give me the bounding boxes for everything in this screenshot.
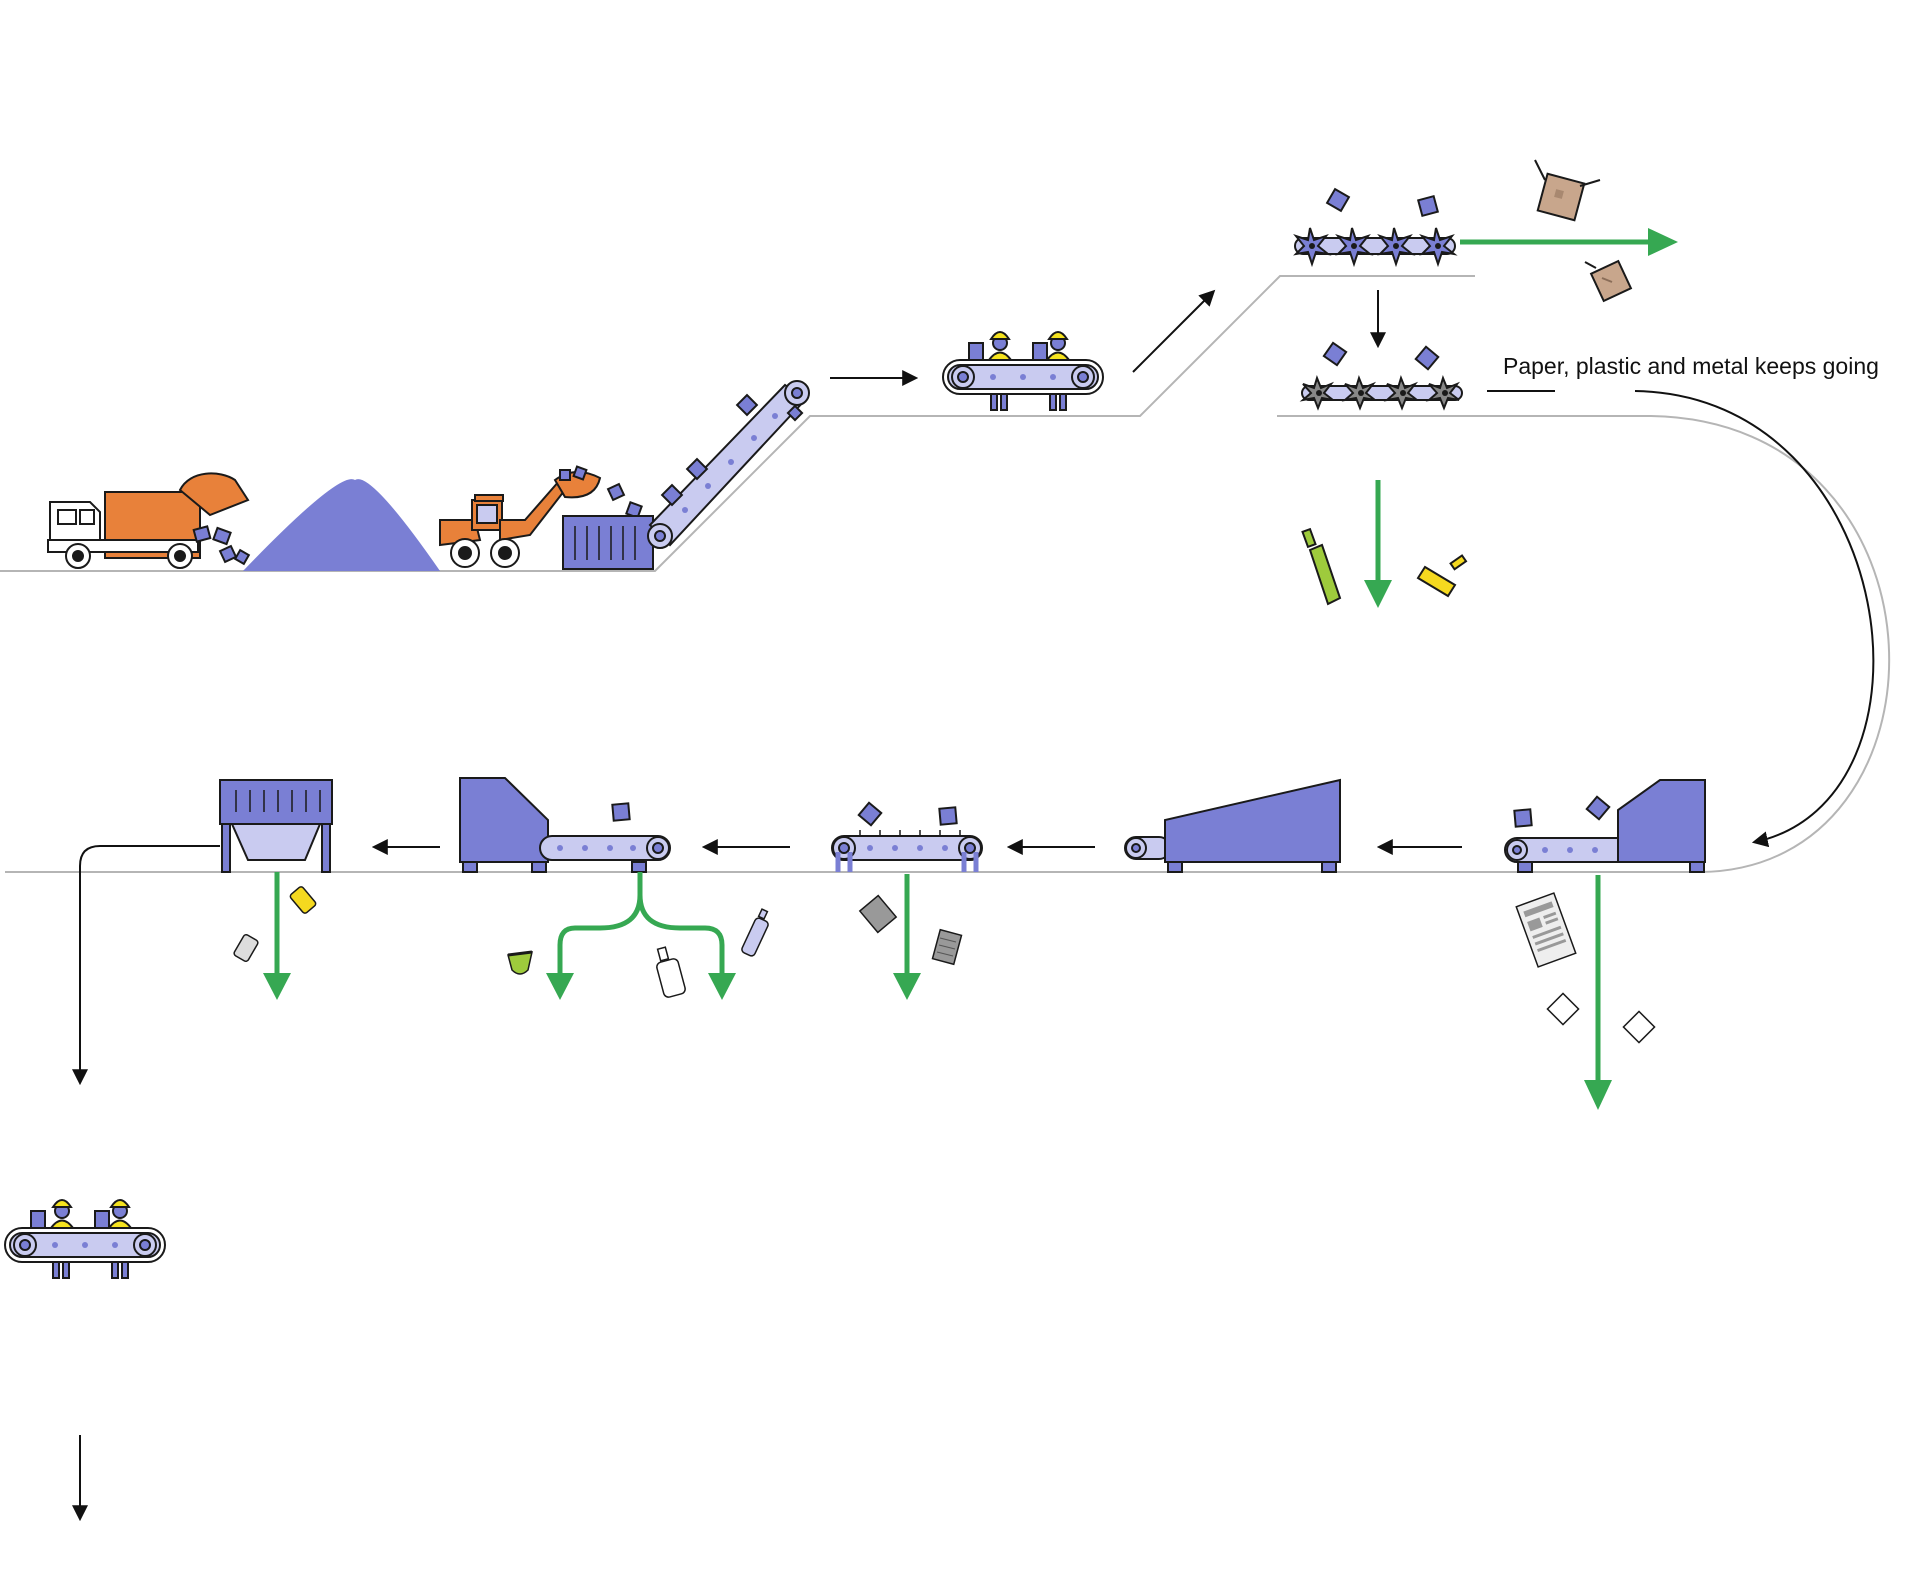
garbage-truck-icon: [47, 472, 251, 569]
ramp-separator-icon: [1124, 778, 1341, 873]
optical-sorter-icon: [459, 777, 671, 873]
output-arrowhead: [893, 973, 921, 1000]
output-arrowhead: [708, 973, 736, 1000]
workers-conveyor-icon: [4, 1199, 166, 1279]
flow-arrow-down: [72, 845, 220, 1086]
conveyor-icon: [647, 380, 810, 549]
hopper-icon: [562, 515, 654, 570]
front-loader-icon: [439, 465, 643, 568]
aluminum-can-icon: [233, 886, 317, 963]
magnet-conveyor-icon: [831, 801, 983, 872]
continue-curve-arrow: [1634, 390, 1875, 848]
plastic-bottle-icon: [507, 908, 769, 998]
output-arrowhead: [1648, 228, 1678, 256]
ground-lines: [0, 275, 1891, 873]
output-arrowhead: [1364, 580, 1392, 608]
cardboard-box-icon: [1534, 159, 1633, 303]
output-arrowhead: [1584, 1080, 1612, 1110]
star-screen-icon: [1299, 341, 1463, 411]
output-arrowhead: [263, 973, 291, 1000]
workers-conveyor-icon: [942, 331, 1104, 411]
eddy-current-icon: [219, 779, 333, 873]
waste-pile-icon: [243, 479, 440, 571]
newspaper-icon: [1515, 892, 1656, 1044]
output-arrowhead: [546, 973, 574, 1000]
tin-can-icon: [858, 894, 963, 966]
flow-arrow: [1132, 289, 1216, 373]
curve-label: Paper, plastic and metal keeps going: [1503, 353, 1879, 379]
glass-bottle-icon: [1301, 527, 1468, 606]
ballistic-separator-icon: [1504, 779, 1706, 873]
star-screen-icon: [1293, 187, 1458, 268]
output-arrow-split: [557, 872, 725, 975]
